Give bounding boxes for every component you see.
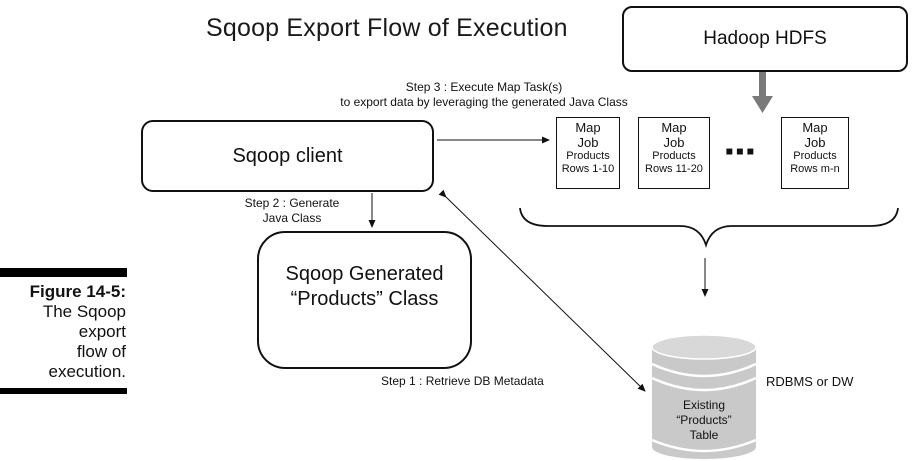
sqoop-client-box: Sqoop client [141,120,434,192]
map-jobs-brace [519,207,899,248]
map-job-1-line4: Rows 1-10 [561,163,615,175]
caption-line4: execution. [48,362,127,381]
generated-class-line1: Sqoop Generated [285,263,444,285]
map-job-box-2: Map Job Products Rows 11-20 [638,117,710,189]
map-job-2-line2: Job [663,135,685,150]
map-job-3-line2: Job [804,135,826,150]
map-job-3-line4: Rows m-n [790,163,840,175]
map-job-2-line3: Products [652,150,696,162]
caption-bottom-bar [0,388,127,394]
step3-line1: Step 3 : Execute Map Task(s) [405,80,563,94]
database-cylinder [651,334,757,459]
database-label: Existing “Products” Table [652,398,756,443]
generated-class-line2: “Products” Class [290,288,439,310]
step2-line1: Step 2 : Generate [244,196,340,210]
hadoop-hdfs-box: Hadoop HDFS [622,6,908,72]
map-job-box-1: Map Job Products Rows 1-10 [556,117,620,189]
map-job-3-line1: Map [802,120,828,135]
map-job-box-3: Map Job Products Rows m-n [781,117,849,189]
caption-line3: flow of [76,342,126,361]
step3-label: Step 3 : Execute Map Task(s) to export d… [304,80,664,110]
diagram-title: Sqoop Export Flow of Execution [206,14,568,42]
map-job-1-line3: Products [566,150,610,162]
map-job-1-line1: Map [575,120,601,135]
database-line3: Table [689,428,719,442]
caption-title: Figure 14-5: [29,282,126,301]
map-job-2-line1: Map [661,120,687,135]
caption-top-bar [0,268,127,277]
caption-line2: export [78,322,126,341]
database-line2: “Products” [676,413,732,427]
caption-line1: The Sqoop [42,302,126,321]
map-job-2-line4: Rows 11-20 [645,163,703,175]
figure-caption: Figure 14-5: The Sqoop export flow of ex… [0,282,126,382]
map-job-1-line2: Job [577,135,599,150]
map-job-3-line3: Products [793,150,837,162]
hadoop-hdfs-label: Hadoop HDFS [703,28,827,49]
step3-line2: to export data by leveraging the generat… [340,95,628,109]
rdbms-label: RDBMS or DW [766,374,854,389]
hdfs-to-map-arrow [752,72,773,113]
sqoop-client-label: Sqoop client [232,144,343,167]
step2-label: Step 2 : Generate Java Class [232,196,352,226]
client-database-arrow [438,189,646,392]
step2-line2: Java Class [262,211,322,225]
sqoop-generated-class-box: Sqoop Generated “Products” Class [257,231,472,369]
more-map-jobs-ellipsis: ▪▪▪ [725,138,757,165]
database-line1: Existing [682,398,726,412]
